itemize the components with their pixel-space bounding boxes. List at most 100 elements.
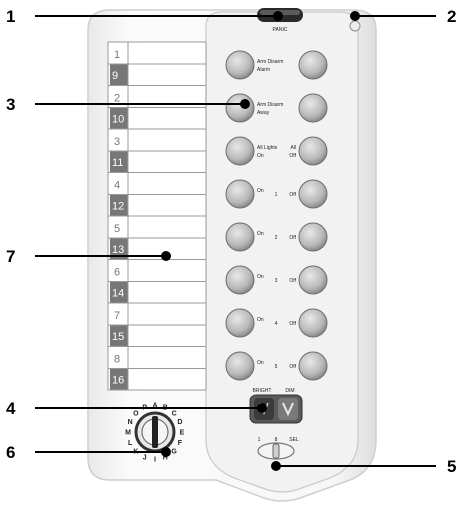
slot-number-top: 2	[114, 93, 120, 105]
slot-number-bg	[110, 325, 128, 346]
slot-number-bg	[110, 368, 128, 390]
on-button[interactable]	[225, 93, 255, 123]
slot-number-bg	[110, 64, 128, 85]
off-button[interactable]	[298, 136, 328, 166]
button-unit-number: 1	[275, 192, 278, 198]
slot-number-bottom: 9	[112, 70, 118, 82]
slot-number-top: 6	[114, 267, 120, 279]
dial-letter: J	[143, 454, 147, 461]
on-button[interactable]	[225, 351, 255, 381]
callout-number: 4	[6, 399, 16, 418]
callout-7: 7	[6, 247, 171, 266]
slot-number-bottom: 11	[112, 157, 123, 169]
panic-label: PANIC	[273, 27, 288, 33]
callout-number: 1	[6, 7, 15, 26]
switch-label-8: 8	[275, 437, 278, 443]
dial-letter: N	[128, 419, 133, 426]
on-button[interactable]	[225, 136, 255, 166]
button-unit-number: 3	[275, 278, 278, 284]
dial-letter: I	[154, 457, 156, 464]
off-button[interactable]	[298, 179, 328, 209]
slot-number-bottom: 16	[112, 375, 124, 387]
bright-dim-rocker[interactable]	[249, 394, 303, 424]
dial-letter: M	[125, 430, 131, 437]
on-button[interactable]	[225, 308, 255, 338]
on-button[interactable]	[225, 179, 255, 209]
dim-label: DIM	[285, 388, 294, 394]
slot-number-bottom: 10	[112, 114, 124, 126]
slot-number-bg	[110, 151, 128, 172]
house-code-dial[interactable]	[134, 411, 176, 453]
on-button[interactable]	[225, 50, 255, 80]
dial-letter: E	[180, 430, 185, 437]
slot-number-bg	[110, 194, 128, 216]
slot-number-bg	[110, 107, 128, 129]
dial-letter: F	[178, 440, 183, 447]
button-label-left: On	[257, 188, 264, 194]
callout-number: 6	[6, 443, 15, 462]
slot-number-bottom: 14	[112, 288, 124, 300]
off-button[interactable]	[298, 222, 328, 252]
slot-number-top: 5	[114, 223, 120, 235]
off-button[interactable]	[298, 308, 328, 338]
slot-number-top: 7	[114, 310, 120, 322]
indicator-light	[349, 20, 361, 32]
button-label-left: On	[257, 231, 264, 237]
mode-slide-switch[interactable]	[257, 442, 295, 460]
button-label-left: Arm Disarm	[257, 102, 283, 108]
slot-number-bottom: 15	[112, 331, 124, 343]
dial-letter: O	[133, 410, 139, 417]
slot-number-bottom: 12	[112, 201, 124, 213]
slot-number-top: 3	[114, 136, 120, 148]
button-label-right: All	[290, 145, 296, 151]
button-label-left: On	[257, 360, 264, 366]
button-label-left: On	[257, 317, 264, 323]
callout-3: 3	[6, 95, 250, 114]
callout-1: 1	[6, 7, 283, 26]
button-label-right-2: Off	[289, 153, 296, 159]
button-unit-number: 2	[275, 235, 278, 241]
slot-number-bg	[110, 238, 128, 259]
dial-letter: H	[163, 454, 168, 461]
button-label-left: Arm Disarm	[257, 59, 283, 65]
dial-letter: C	[172, 410, 177, 417]
dial-letter: G	[171, 449, 177, 456]
button-label-left-2: On	[257, 153, 264, 159]
dial-letter: D	[177, 419, 182, 426]
button-unit-number: 4	[275, 321, 278, 327]
callout-number: 3	[6, 95, 15, 114]
on-button[interactable]	[225, 222, 255, 252]
callout-5: 5	[271, 457, 456, 476]
callout-2: 2	[350, 7, 456, 26]
callout-6: 6	[6, 443, 171, 462]
callout-number: 7	[6, 247, 15, 266]
off-button[interactable]	[298, 50, 328, 80]
button-label-right: Off	[289, 235, 296, 241]
slot-number-bg	[110, 281, 128, 303]
slot-number-top: 4	[114, 180, 120, 192]
button-label-left-2: Away	[257, 110, 270, 116]
slot-number-top: 1	[114, 49, 120, 61]
dial-letter: A	[152, 403, 157, 410]
button-label-left-2: Alarm	[257, 67, 270, 73]
off-button[interactable]	[298, 265, 328, 295]
dim-arrow-icon	[282, 402, 294, 417]
off-button[interactable]	[298, 93, 328, 123]
button-label-left: On	[257, 274, 264, 280]
button-label-right: Off	[289, 278, 296, 284]
button-label-right: Off	[289, 364, 296, 370]
button-label-right: Off	[289, 192, 296, 198]
switch-label-sel: SEL	[289, 437, 299, 443]
on-button[interactable]	[225, 265, 255, 295]
slot-number-bottom: 13	[112, 244, 124, 256]
dial-letter: L	[128, 440, 133, 447]
callout-number: 5	[447, 457, 456, 476]
callout-4: 4	[6, 399, 267, 418]
button-unit-number: 5	[275, 364, 278, 370]
button-label-left: All Lights	[257, 145, 278, 151]
bright-label: BRIGHT	[253, 388, 272, 394]
slot-number-top: 8	[114, 354, 120, 366]
button-label-right: Off	[289, 321, 296, 327]
off-button[interactable]	[298, 351, 328, 381]
